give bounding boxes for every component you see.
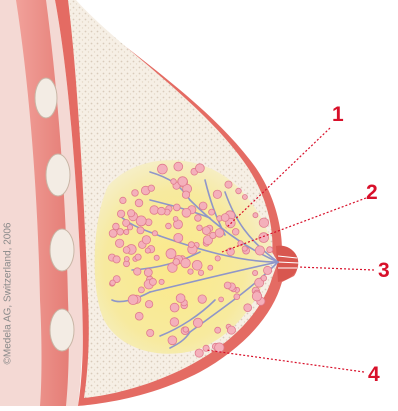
lobule bbox=[124, 229, 129, 234]
lobule bbox=[227, 326, 235, 334]
lobule bbox=[219, 297, 224, 302]
lobule bbox=[215, 256, 220, 261]
lobule bbox=[148, 185, 154, 191]
lobule bbox=[259, 218, 268, 227]
lobule bbox=[137, 227, 144, 234]
lobule bbox=[196, 164, 205, 173]
lobule bbox=[244, 304, 252, 312]
lobule bbox=[109, 230, 117, 238]
lobule bbox=[182, 208, 191, 217]
lobule bbox=[181, 258, 190, 267]
lobule bbox=[166, 223, 172, 229]
lobule bbox=[138, 287, 144, 293]
lobule bbox=[253, 270, 258, 275]
lobule bbox=[166, 249, 176, 259]
lobule bbox=[215, 229, 224, 238]
lobule bbox=[135, 312, 143, 320]
lobule bbox=[178, 177, 187, 186]
lobule bbox=[123, 247, 130, 254]
lobule bbox=[113, 256, 120, 263]
lobule bbox=[199, 202, 207, 210]
leader-line-4 bbox=[206, 350, 364, 372]
label-4: 4 bbox=[368, 364, 380, 385]
nipple bbox=[276, 246, 298, 282]
lobule bbox=[198, 270, 203, 275]
lobule bbox=[132, 190, 139, 197]
lobule bbox=[221, 214, 229, 222]
label-3: 3 bbox=[378, 260, 390, 281]
lobule bbox=[195, 349, 203, 357]
lobule bbox=[234, 294, 240, 300]
lobule bbox=[255, 246, 264, 255]
lobule bbox=[171, 179, 177, 185]
lobule bbox=[110, 280, 115, 285]
lobule bbox=[215, 327, 221, 333]
lobule bbox=[152, 231, 157, 236]
lobule bbox=[173, 259, 180, 266]
lobule bbox=[173, 217, 178, 222]
lobule bbox=[150, 206, 159, 215]
copyright-text: ©Medela AG, Switzerland, 2006 bbox=[3, 194, 14, 394]
leader-line-3 bbox=[298, 267, 374, 270]
lobule bbox=[135, 254, 141, 260]
lobule bbox=[173, 204, 180, 211]
lobule bbox=[232, 229, 239, 236]
lobule bbox=[183, 327, 188, 332]
lobule bbox=[134, 268, 141, 275]
lobule bbox=[136, 216, 146, 226]
lobule bbox=[128, 210, 135, 217]
lobule bbox=[170, 318, 179, 327]
lobule bbox=[236, 188, 242, 194]
lobule bbox=[209, 209, 215, 215]
lobule bbox=[242, 246, 247, 251]
lobule bbox=[142, 236, 150, 244]
lobule bbox=[188, 269, 193, 274]
lobule bbox=[252, 292, 261, 301]
lobule bbox=[135, 199, 143, 207]
lobule bbox=[193, 318, 202, 327]
lobule bbox=[224, 282, 231, 289]
lobule bbox=[188, 242, 194, 248]
lobule bbox=[202, 227, 210, 235]
lobule bbox=[195, 215, 202, 222]
label-1: 1 bbox=[332, 104, 344, 125]
lobule bbox=[253, 213, 258, 218]
lobule bbox=[127, 225, 132, 230]
lobule bbox=[144, 269, 152, 277]
lobule bbox=[120, 197, 126, 203]
lobule bbox=[168, 336, 177, 345]
lobule bbox=[261, 275, 267, 281]
lobule bbox=[158, 164, 168, 174]
lobule bbox=[154, 255, 159, 260]
lobule bbox=[117, 229, 124, 236]
lobule bbox=[149, 278, 156, 285]
lobule bbox=[115, 239, 123, 247]
lobule bbox=[145, 301, 152, 308]
lobule bbox=[198, 295, 206, 303]
lobule bbox=[145, 248, 150, 253]
lobule bbox=[117, 210, 124, 217]
lobule bbox=[182, 191, 189, 198]
lobule bbox=[242, 195, 247, 200]
lobule bbox=[267, 247, 273, 253]
lobule bbox=[170, 303, 179, 312]
lobule bbox=[158, 207, 166, 215]
lobule bbox=[208, 265, 213, 270]
lobule bbox=[213, 190, 221, 198]
lobule bbox=[264, 266, 272, 274]
lobule bbox=[159, 279, 164, 284]
lobule bbox=[192, 260, 202, 270]
lobule bbox=[197, 225, 203, 231]
label-2: 2 bbox=[366, 182, 378, 203]
lobule bbox=[128, 295, 138, 305]
lobule bbox=[124, 257, 129, 262]
lobule bbox=[225, 181, 232, 188]
lobule bbox=[238, 241, 243, 246]
lobule bbox=[147, 329, 154, 336]
lobule bbox=[174, 162, 183, 171]
lobule bbox=[174, 233, 183, 242]
lobule bbox=[176, 294, 185, 303]
